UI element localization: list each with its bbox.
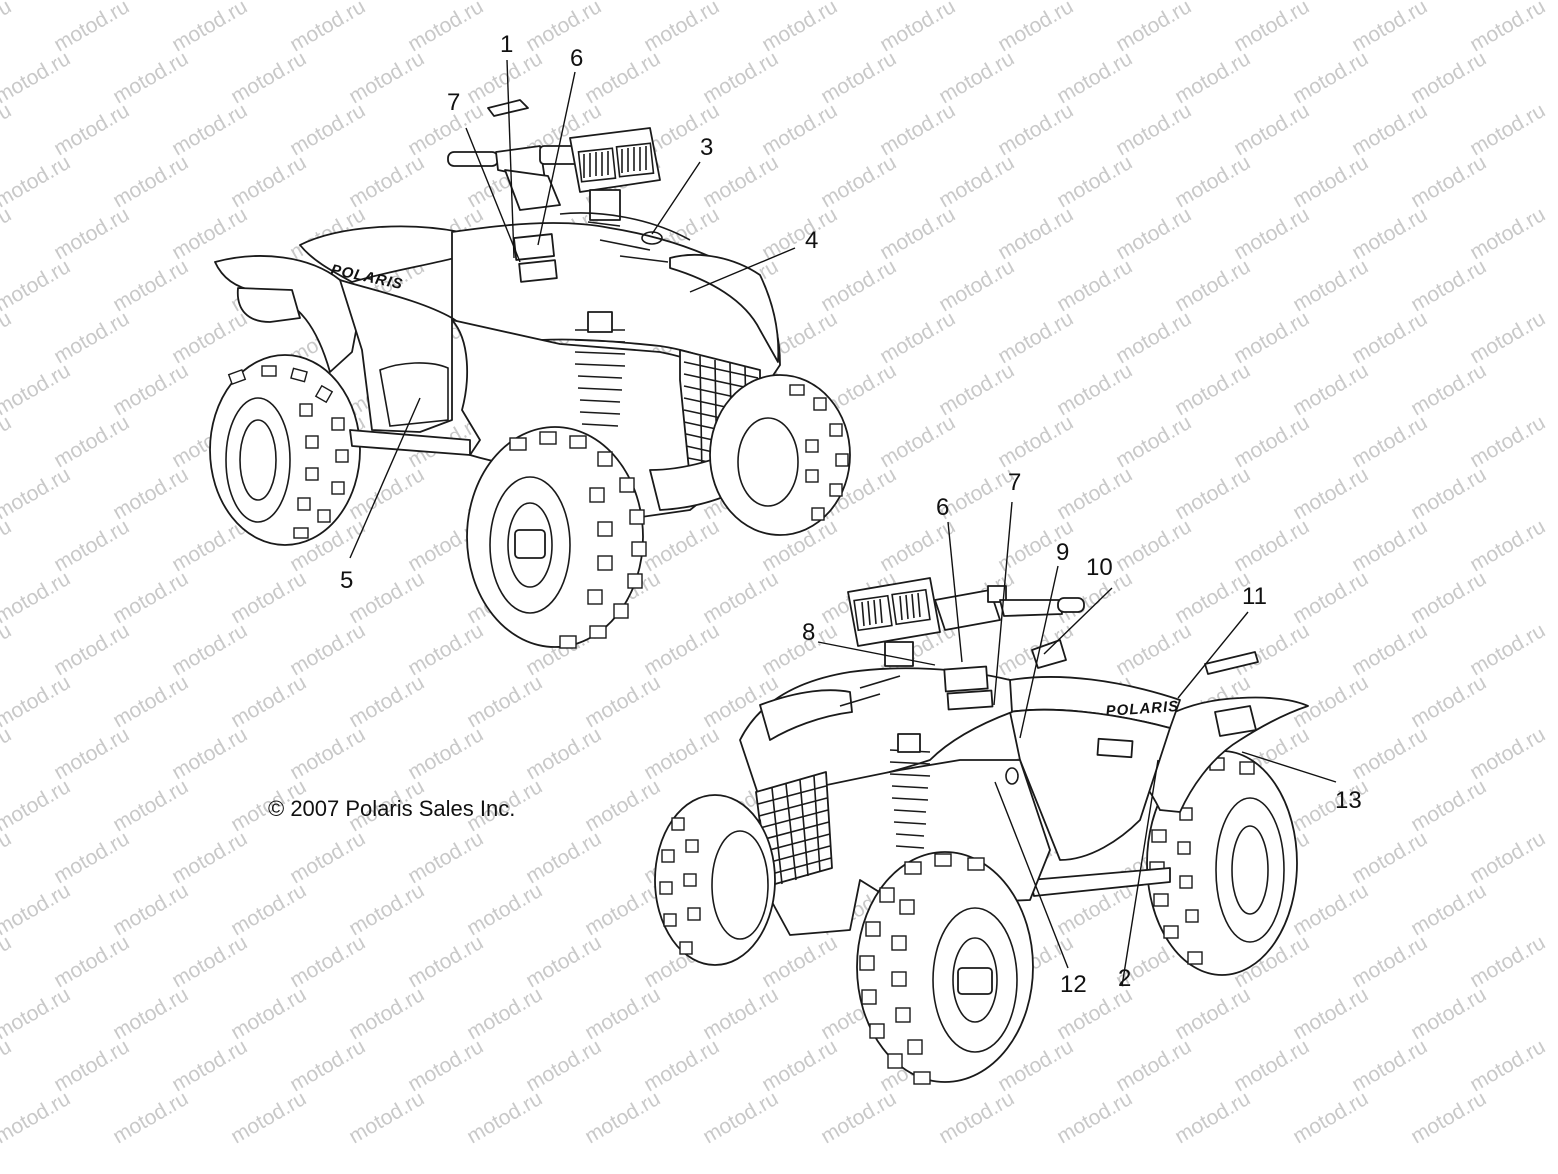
watermark-text: motod.ru <box>0 1087 74 1148</box>
callouts-bottom: 6 7 9 10 11 8 13 12 2 <box>802 469 1362 998</box>
brand-logo-bottom: POLARIS <box>1105 698 1180 720</box>
watermark-text: motod.ru <box>817 1087 900 1148</box>
watermark-text: motod.ru <box>699 1087 782 1148</box>
callout-5: 5 <box>340 567 353 594</box>
atv-top-seat <box>299 225 481 283</box>
watermark-text: motod.ru <box>0 931 15 992</box>
watermark-text: motod.ru <box>0 723 15 784</box>
watermark-text: motod.ru <box>1407 1087 1490 1148</box>
decal-11-bottom <box>1204 651 1259 675</box>
atv-bottom-headlights <box>847 577 941 667</box>
callout-12: 12 <box>1060 971 1087 998</box>
atv-top: POLARIS <box>209 59 851 649</box>
callout-6-top: 6 <box>570 45 583 72</box>
decal-7-bottom <box>943 665 989 693</box>
callout-6-bottom: 6 <box>936 494 949 521</box>
atv-top-front-left-wheel <box>466 426 647 649</box>
atv-top-front-spring <box>574 311 626 427</box>
watermark-text: motod.ru <box>0 411 15 472</box>
watermark-text: motod.ru <box>0 307 15 368</box>
watermark-text: motod.ru <box>0 99 15 160</box>
callout-7-bottom: 7 <box>1008 469 1021 496</box>
atv-bottom: POLARIS <box>654 501 1337 1085</box>
watermark-text: motod.ru <box>0 619 15 680</box>
watermark-text: motod.ru <box>0 567 74 628</box>
watermark-text: motod.ru <box>0 203 15 264</box>
watermark-text: motod.ru <box>1053 1087 1136 1148</box>
watermark-text: motod.ru <box>0 775 74 836</box>
callout-3: 3 <box>700 134 713 161</box>
callout-13: 13 <box>1335 787 1362 814</box>
callout-8: 8 <box>802 619 815 646</box>
watermark-text: motod.ru <box>0 255 74 316</box>
watermark-text: motod.ru <box>0 47 74 108</box>
watermark-text: motod.ru <box>0 879 74 940</box>
copyright-text: © 2007 Polaris Sales Inc. <box>268 796 515 821</box>
callout-2: 2 <box>1118 965 1131 992</box>
watermark-text: motod.ru <box>0 1035 15 1096</box>
watermark-text: motod.ru <box>0 463 74 524</box>
watermark-text: motod.ru <box>227 1087 310 1148</box>
watermark-text: motod.ru <box>0 827 15 888</box>
watermark-text: motod.ru <box>463 1087 546 1148</box>
atv-top-front-right-wheel <box>709 374 851 536</box>
callout-11: 11 <box>1242 583 1267 610</box>
watermark-text: motod.ru <box>0 0 74 4</box>
watermark-text: motod.ru <box>0 151 74 212</box>
atv-bottom-front-left-wheel <box>654 794 776 966</box>
leader-lines-bottom <box>817 501 1337 987</box>
callout-4: 4 <box>805 227 818 254</box>
callout-10: 10 <box>1086 554 1113 581</box>
watermark-text: motod.ru <box>0 515 15 576</box>
watermark-text: motod.ru <box>0 983 74 1044</box>
callouts-top: 1 6 7 3 4 5 <box>340 31 818 594</box>
atv-top-rear-wheel <box>209 354 361 546</box>
callout-7-top: 7 <box>447 89 460 116</box>
watermark-text: motod.ru <box>0 0 15 56</box>
callout-9: 9 <box>1056 539 1069 566</box>
atv-bottom-rear-wheel <box>1146 750 1298 976</box>
watermark-text: motod.ru <box>0 359 74 420</box>
watermark-text: motod.ru <box>1289 1087 1372 1148</box>
watermark-text: motod.ru <box>581 1087 664 1148</box>
atv-bottom-front-spring <box>889 733 931 849</box>
atv-top-headlights <box>569 127 661 221</box>
watermark-text: motod.ru <box>0 671 74 732</box>
watermark-text: motod.ru <box>1171 1087 1254 1148</box>
watermark-text: motod.ru <box>109 1087 192 1148</box>
watermark-text: motod.ru <box>935 1087 1018 1148</box>
callout-1: 1 <box>500 31 513 58</box>
leader-lines-top <box>349 59 796 559</box>
atv-bottom-handlebar <box>934 585 1085 631</box>
watermark-text: motod.ru <box>345 1087 428 1148</box>
atv-bottom-front-right-wheel <box>856 851 1034 1085</box>
